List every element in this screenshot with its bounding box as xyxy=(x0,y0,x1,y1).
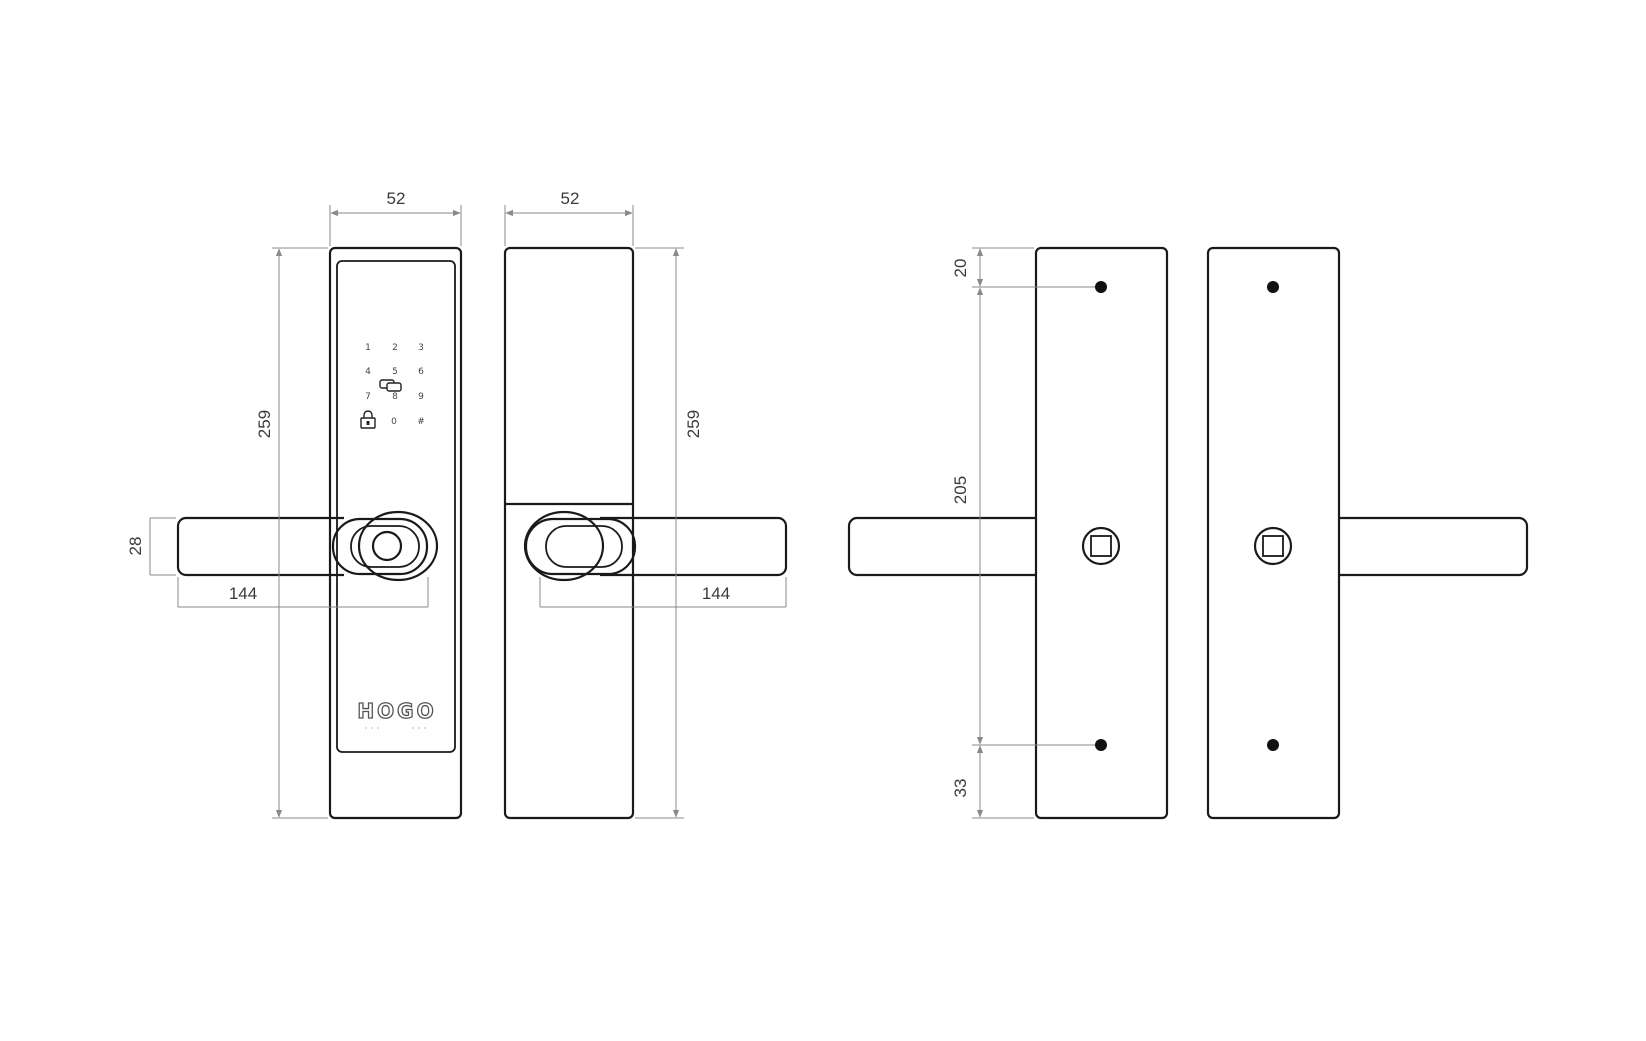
key-2: 2 xyxy=(392,343,398,353)
keypad: 1 2 3 4 5 6 7 8 9 0 # xyxy=(360,343,425,429)
front-view: 1 2 3 4 5 6 7 8 9 0 # HOGO xyxy=(176,246,463,820)
mount-right-spindle-square xyxy=(1262,535,1284,557)
back-body xyxy=(503,246,635,820)
key-8: 8 xyxy=(392,392,398,402)
key-5: 5 xyxy=(392,367,398,377)
lock-icon xyxy=(360,410,376,429)
key-4: 4 xyxy=(365,367,371,377)
dimensions: 52 52 259 259 28 144 144 xyxy=(126,189,1095,819)
hole-spacing-label: 205 xyxy=(951,476,970,504)
mount-right-handle xyxy=(1339,516,1529,577)
key-hash: # xyxy=(417,417,425,427)
back-handle-length-label: 144 xyxy=(702,584,730,603)
mount-right-hole-bottom xyxy=(1267,739,1279,751)
top-offset-label: 20 xyxy=(951,259,970,278)
fingerprint-reader xyxy=(350,525,420,568)
key-1: 1 xyxy=(365,343,371,353)
mount-left-plate xyxy=(1034,246,1169,820)
handle-height-label: 28 xyxy=(126,537,145,556)
back-height-label: 259 xyxy=(684,410,703,438)
mount-left-hole-top xyxy=(1095,281,1107,293)
front-handle-length-label: 144 xyxy=(229,584,257,603)
back-handle-neck xyxy=(524,517,637,576)
fingerprint-sensor xyxy=(371,530,403,562)
mounting-view-left xyxy=(847,246,1169,820)
key-6: 6 xyxy=(418,367,424,377)
mount-left-spindle-ring xyxy=(1081,526,1121,566)
mount-right-plate xyxy=(1206,246,1341,820)
key-3: 3 xyxy=(418,343,424,353)
back-width-label: 52 xyxy=(561,189,580,208)
front-panel xyxy=(336,260,456,753)
back-handle-insert xyxy=(545,525,623,568)
brand-logo: HOGO xyxy=(357,699,436,723)
front-handle xyxy=(176,516,344,577)
front-height-label: 259 xyxy=(255,410,274,438)
front-width-label: 52 xyxy=(387,189,406,208)
mount-left-hole-bottom xyxy=(1095,739,1107,751)
front-rosette xyxy=(357,510,439,582)
mount-right-spindle-ring xyxy=(1253,526,1293,566)
key-9: 9 xyxy=(418,392,424,402)
back-handle xyxy=(600,516,788,577)
bottom-offset-label: 33 xyxy=(951,779,970,798)
key-7: 7 xyxy=(365,392,371,402)
mount-left-spindle-square xyxy=(1090,535,1112,557)
mount-right-hole-top xyxy=(1267,281,1279,293)
key-0: 0 xyxy=(391,417,397,427)
front-body xyxy=(328,246,463,820)
back-view xyxy=(503,246,788,820)
front-handle-neck xyxy=(331,517,429,576)
mount-left-handle xyxy=(847,516,1036,577)
mounting-view-right xyxy=(1206,246,1529,820)
card-icon xyxy=(379,379,402,392)
